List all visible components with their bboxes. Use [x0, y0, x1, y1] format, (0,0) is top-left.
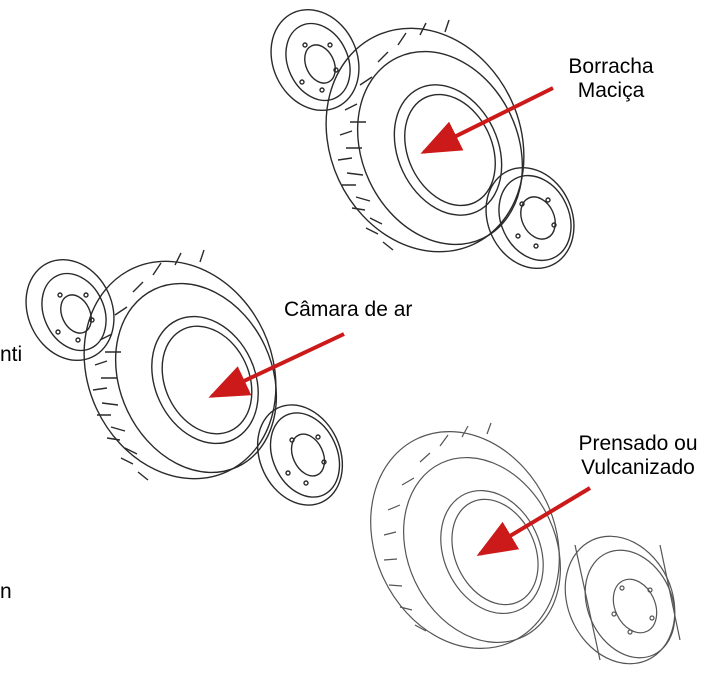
arrow-icon — [424, 88, 553, 152]
label-line: Vulcanizado — [558, 456, 718, 480]
cut-off-text: nti — [0, 343, 22, 367]
rim-icon — [255, 0, 375, 125]
rim-icon — [242, 391, 358, 519]
label-camara-de-ar: Câmara de ar — [284, 298, 412, 322]
label-line: Borracha — [552, 55, 670, 79]
label-prensado-vulcanizado: Prensado ou Vulcanizado — [558, 432, 718, 480]
rim-icon — [545, 518, 695, 682]
label-line: Maciça — [552, 79, 670, 103]
label-line: Prensado ou — [558, 432, 718, 456]
press-on-tire-icon — [336, 400, 594, 679]
rim-icon — [470, 153, 590, 283]
cut-off-text: n — [0, 580, 12, 604]
pneumatic-tire-group — [10, 230, 358, 519]
solid-tire-group — [255, 0, 590, 284]
rim-icon — [10, 245, 130, 375]
label-borracha-macica: Borracha Maciça — [552, 55, 670, 103]
